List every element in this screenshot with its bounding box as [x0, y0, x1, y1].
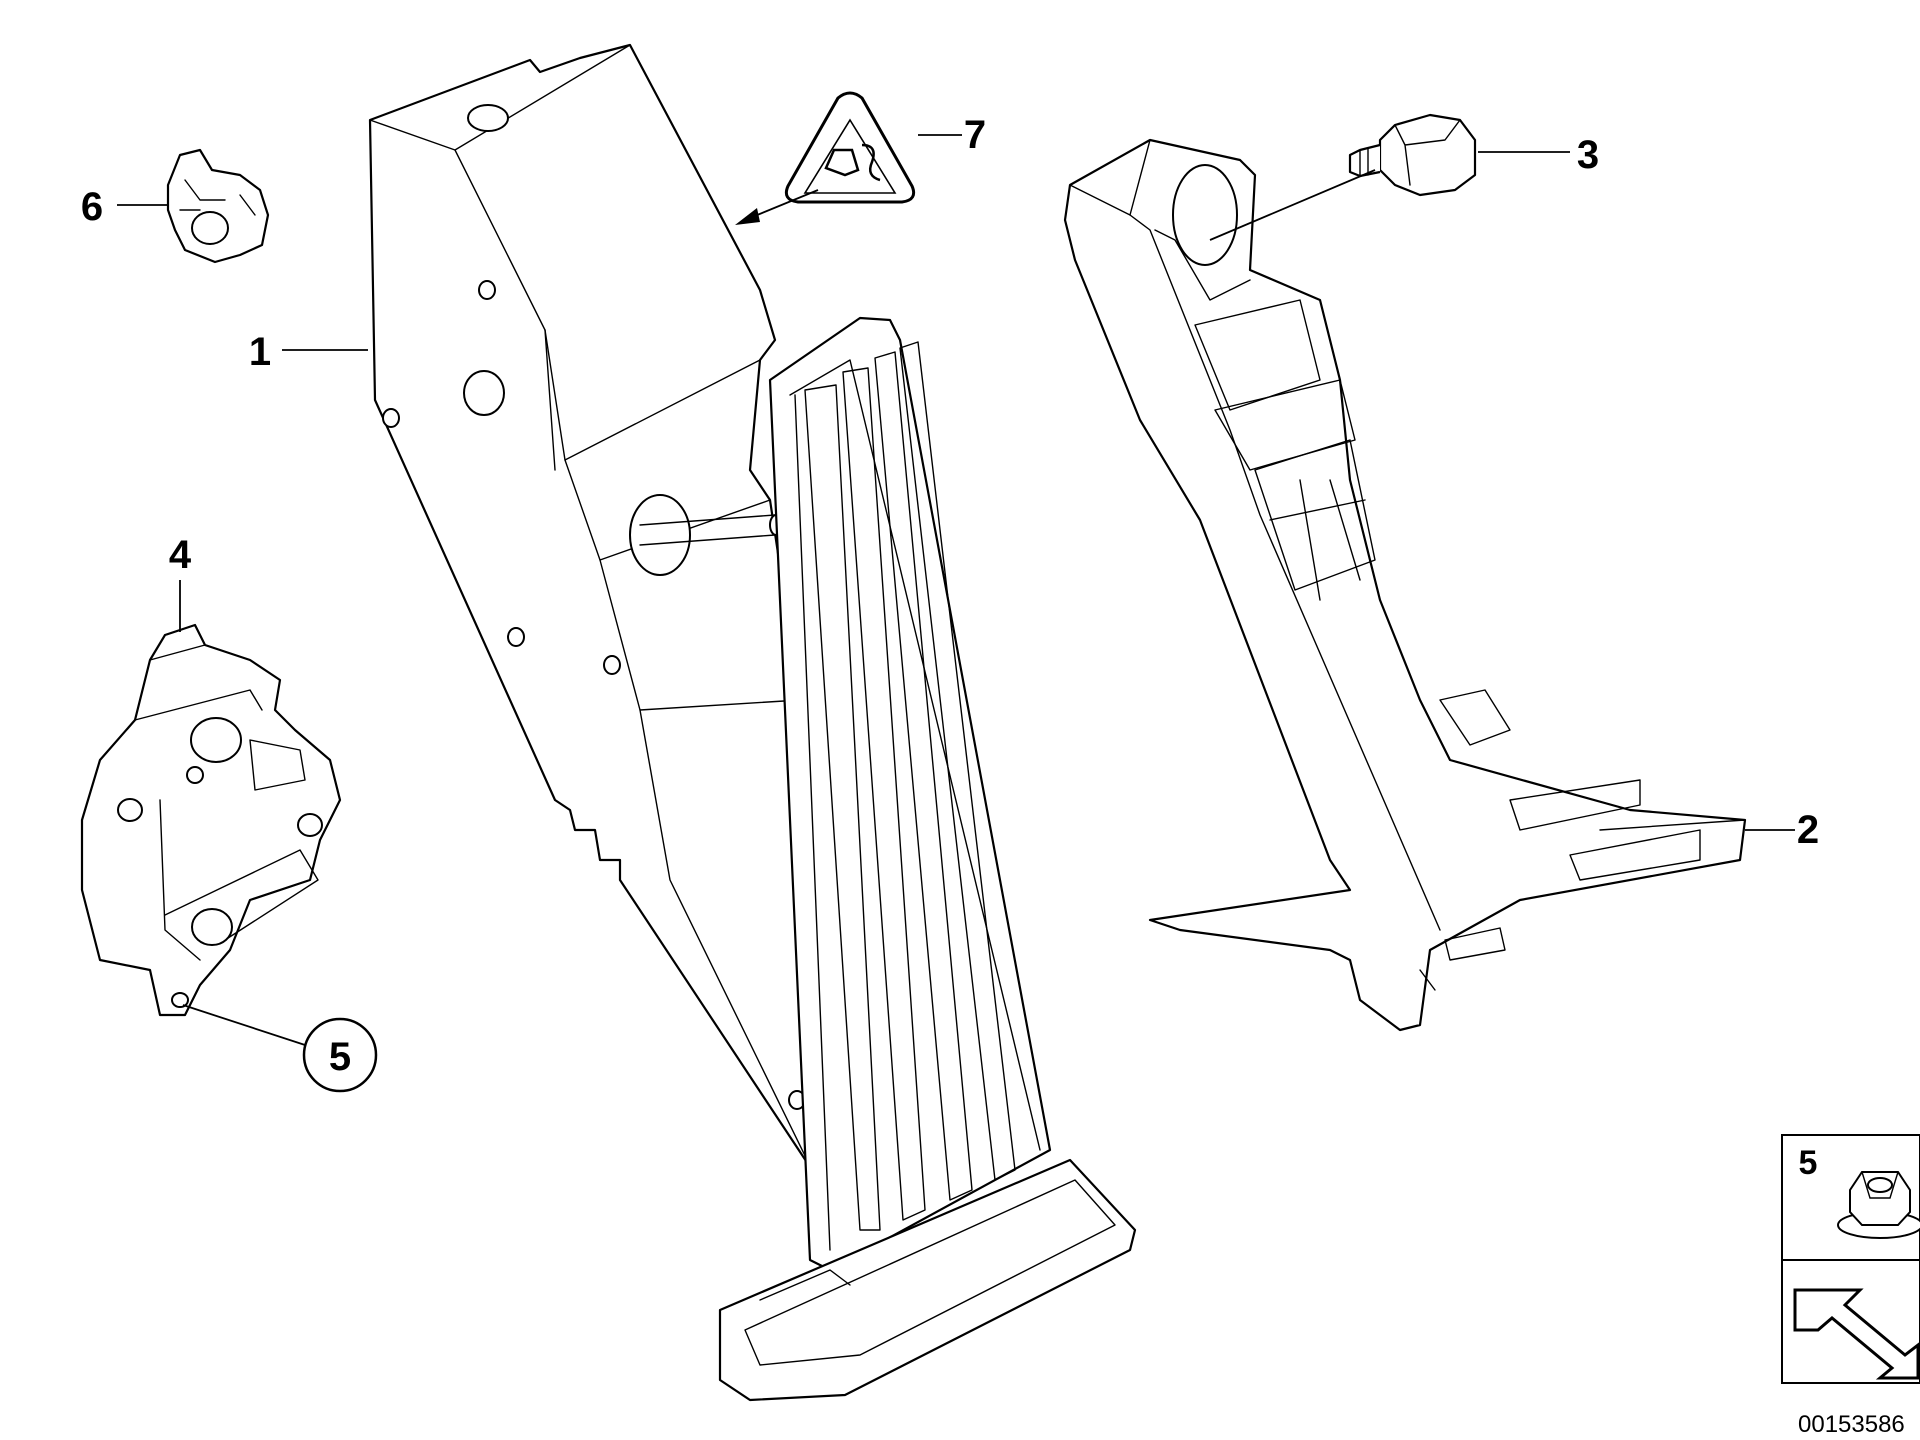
callout-3: 3 — [1577, 133, 1599, 177]
callout-5: 5 — [329, 1035, 351, 1079]
direction-arrow-icon — [1793, 1288, 1920, 1380]
leader-5 — [182, 1004, 306, 1046]
hex-bolt[interactable] — [1348, 113, 1477, 197]
callout-6: 6 — [81, 185, 103, 229]
callout-7: 7 — [964, 113, 986, 157]
callout-1: 1 — [249, 330, 271, 374]
clip-nut[interactable] — [166, 148, 270, 264]
diagram-number: 00153586 — [1798, 1411, 1905, 1438]
hex-flange-nut-icon — [1837, 1171, 1920, 1239]
leader-7-arrowhead — [735, 208, 760, 225]
pedal-carrier-bracket[interactable] — [1063, 138, 1747, 1032]
callout-2: 2 — [1797, 808, 1819, 852]
accelerator-pedal-assembly[interactable] — [368, 43, 1137, 1402]
leader-3b — [1209, 169, 1376, 241]
legend-item-number: 5 — [1799, 1144, 1818, 1182]
legend-box: 5 — [1781, 1134, 1920, 1384]
leader-lines — [117, 134, 1795, 1046]
pedal-sensor-module[interactable] — [80, 623, 342, 1017]
callout-5-circle: 5 — [302, 1017, 378, 1093]
callout-4: 4 — [169, 533, 192, 577]
warning-triangle-icon — [784, 91, 916, 204]
